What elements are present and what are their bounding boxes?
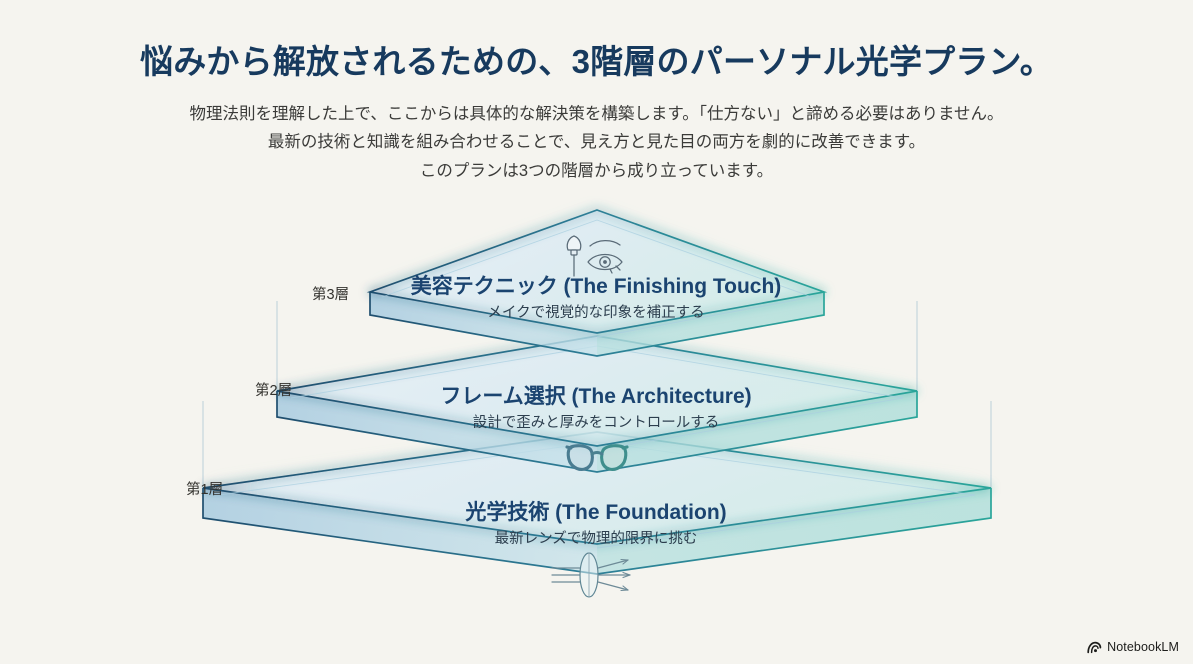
isometric-stack-svg [202, 209, 992, 598]
page-title: 悩みから解放されるための、3階層のパーソナル光学プラン。 [140, 43, 1053, 80]
notebooklm-logo-icon [1087, 641, 1102, 654]
eyeglasses-icon [565, 444, 629, 471]
makeup-brush-eye-icon [566, 235, 623, 277]
tier-3-slab [366, 209, 828, 357]
header-block: 悩みから解放されるための、3階層のパーソナル光学プラン。 物理法則を理解した上で… [0, 42, 1193, 186]
lens-rays-icon [551, 552, 631, 598]
layer-label-tier-1: 第1層 [186, 482, 224, 498]
layer-connectors [202, 301, 992, 488]
layer-label-tier-2: 第2層 [255, 383, 293, 399]
notebooklm-label: NotebookLM [1107, 640, 1179, 654]
tier-2-slab [276, 335, 918, 473]
notebooklm-watermark: NotebookLM [1087, 640, 1179, 654]
layer-label-tier-3: 第3層 [312, 287, 350, 303]
tier-1-slab [202, 431, 992, 575]
subtitle-block: 物理法則を理解した上で、ここからは具体的な解決策を構築します。「仕方ない」と諦め… [157, 100, 1037, 187]
subtitle-line-3: このプランは3つの階層から成り立っています。 [419, 162, 774, 181]
layered-diagram: 美容テクニック (The Finishing Touch) メイクで視覚的な印象… [0, 196, 1193, 636]
subtitle-line-1: 物理法則を理解した上で、ここからは具体的な解決策を構築します。「仕方ない」と諦め… [189, 104, 1004, 123]
subtitle-line-2: 最新の技術と知識を組み合わせることで、見え方と見た目の両方を劇的に改善できます。 [267, 133, 926, 152]
